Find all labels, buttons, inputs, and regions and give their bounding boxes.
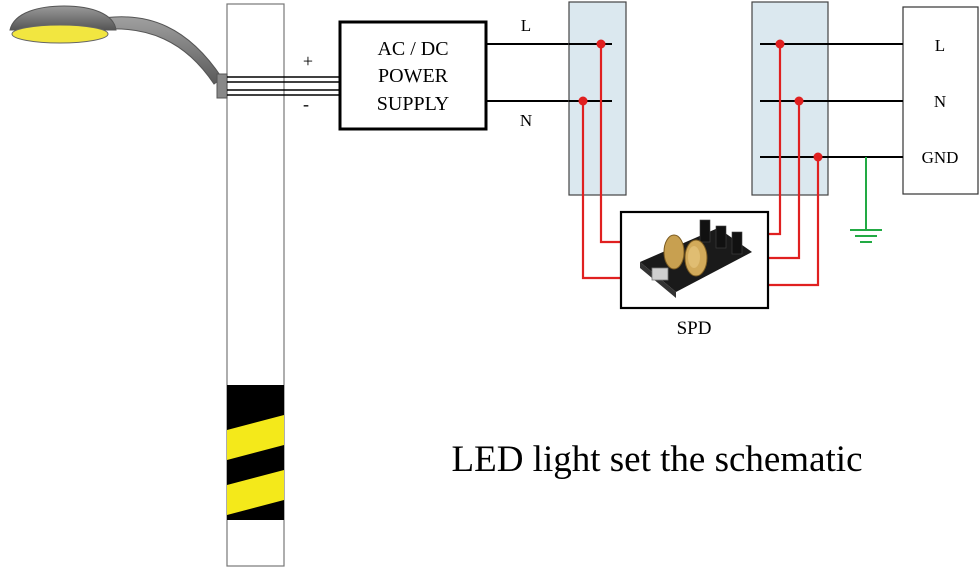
spd-module [619, 210, 770, 310]
power-supply-label-line2: POWER [378, 65, 449, 87]
right-terminal-block [751, 1, 829, 196]
diagram-caption: LED light set the schematic [452, 439, 863, 480]
supply-line-label: L [521, 16, 531, 35]
left-terminal-block [568, 1, 627, 196]
minus-label: - [303, 94, 309, 114]
ground-symbol-icon [850, 157, 882, 243]
street-light-pole [226, 3, 285, 567]
mains-box: L N GND [902, 6, 979, 195]
mains-ground-label: GND [922, 148, 959, 167]
power-supply-label-line3: SUPPLY [377, 93, 449, 115]
street-lamp-icon [9, 5, 228, 99]
plus-label: + [303, 51, 313, 71]
mains-neutral-label: N [934, 92, 946, 111]
mains-line-label: L [935, 36, 945, 55]
wire-junction-dots [578, 39, 823, 162]
supply-neutral-label: N [520, 111, 532, 130]
spd-wires [581, 44, 820, 287]
supply-input-wires [227, 76, 340, 96]
pole-hazard-stripes [227, 385, 284, 520]
power-supply-box: AC / DC POWER SUPPLY [338, 20, 488, 131]
spd-label: SPD [677, 318, 712, 339]
power-supply-label-line1: AC / DC [377, 38, 448, 60]
